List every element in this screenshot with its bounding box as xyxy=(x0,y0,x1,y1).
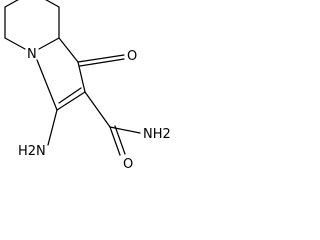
five-membered-ring xyxy=(36,37,86,111)
amide-group xyxy=(84,91,141,156)
bond-camide-o xyxy=(109,126,121,156)
bond-c1-c2 xyxy=(77,61,86,93)
bond-c7-c6 xyxy=(4,0,19,8)
bond-c8-c7 xyxy=(45,0,60,8)
bond-c5-n xyxy=(4,37,26,50)
bond-c2-c3-double xyxy=(58,87,82,104)
bond-c2-camide xyxy=(84,91,111,128)
chemical-structure-diagram: N O H2N NH2 O xyxy=(4,0,171,172)
amide-nitrogen-label: NH2 xyxy=(143,127,171,142)
bond-c1-o xyxy=(77,54,125,63)
bond-camide-n xyxy=(109,126,141,134)
bond-c3-n xyxy=(36,59,58,111)
ketone-oxygen-label: O xyxy=(127,49,137,64)
ring-nitrogen-label: N xyxy=(27,47,37,62)
bond-c3-nh2 xyxy=(47,109,58,146)
bond-c8a-c1 xyxy=(58,37,79,63)
amide-oxygen-label: O xyxy=(123,157,133,172)
six-membered-ring xyxy=(4,0,60,50)
bond-camide-o-double xyxy=(114,125,126,155)
ketone-group xyxy=(77,54,125,67)
bond-c1-o-double xyxy=(79,58,125,67)
bond-n-c8a xyxy=(38,37,60,50)
bond-c2-c3 xyxy=(56,91,86,111)
amino-group-label: H2N xyxy=(18,144,46,159)
